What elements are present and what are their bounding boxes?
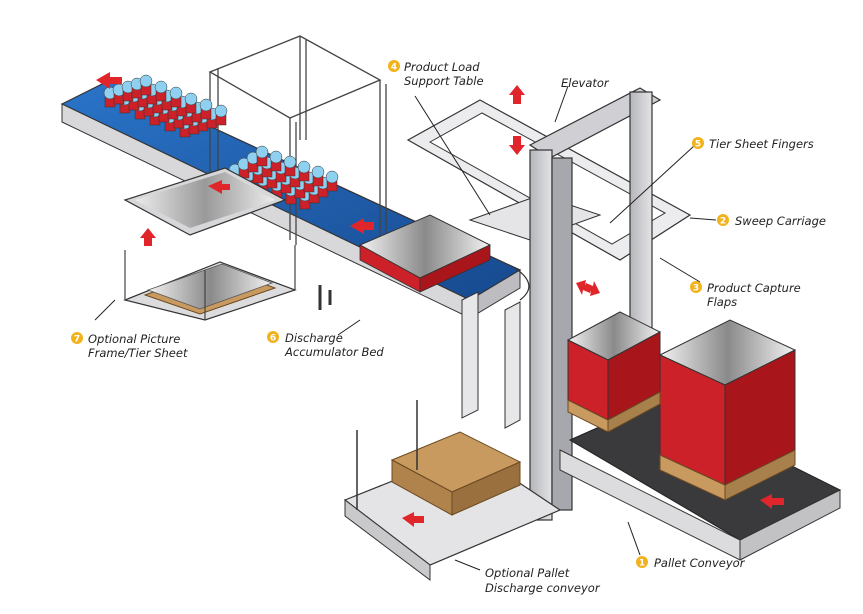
bottle-top [297,160,311,174]
bottle-top [139,74,153,88]
label-badge [636,556,648,568]
bottle-top [184,92,198,106]
pallet-dispenser [343,291,562,582]
label-line2: Flaps [707,295,737,309]
label-elevator: Elevator [561,76,610,90]
label-badge [267,331,279,343]
label-badge [692,137,704,149]
label-line1: Optional Pallet [485,566,570,580]
bottle-top [325,170,339,184]
leader-lines [94,85,717,571]
bottle-top [311,165,325,179]
label-line2: Discharge conveyor [485,581,601,595]
bottle-top [169,86,183,100]
label-line1: Discharge [285,331,343,345]
label-badge [71,332,83,344]
label-text: Pallet Conveyor [654,556,746,570]
can-layer-on-belt [358,214,492,293]
label-number: 3 [693,284,699,294]
label-line1: Product Load [404,60,480,74]
bottle-top [154,80,168,94]
bottle-top [255,145,269,159]
motion-arrows [96,72,784,527]
label-text: Elevator [561,76,610,90]
label-sweep-carriage: 2 Sweep Carriage [717,214,826,228]
label-optional-picture-frame: 7 Optional Picture Frame/Tier Sheet [71,332,188,360]
label-discharge-accumulator-bed: 6 Discharge Accumulator Bed [267,331,384,359]
loaded-pallet [658,319,797,501]
bottle-top [199,98,213,112]
label-text: Tier Sheet Fingers [709,137,814,151]
label-number: 7 [74,335,80,345]
label-line2: Support Table [404,74,484,88]
label-line2: Accumulator Bed [284,345,384,359]
label-product-load-support-table: 4 Product Load Support Table [388,60,484,88]
label-line1: Product Capture [707,281,801,295]
label-tier-sheet-fingers: 5 Tier Sheet Fingers [692,137,814,151]
label-number: 5 [695,140,701,150]
bottle-top [269,150,283,164]
label-line2: Frame/Tier Sheet [88,346,188,360]
label-optional-pallet-discharge: Optional Pallet Discharge conveyor [485,566,601,595]
label-text: Sweep Carriage [735,214,826,228]
label-product-capture-flaps: 3 Product Capture Flaps [690,281,801,309]
label-line1: Optional Picture [88,332,180,346]
bottle-top [214,104,228,118]
picture-frame-tier-sheet [123,167,297,321]
label-number: 6 [270,334,276,344]
label-number: 2 [720,217,726,227]
label-number: 4 [391,63,397,73]
label-number: 1 [639,559,645,569]
label-badge [690,281,702,293]
bottle-top [283,155,297,169]
label-badge [388,60,400,72]
pallet-in-build [566,311,662,433]
label-pallet-conveyor: 1 Pallet Conveyor [636,556,746,570]
bottle-layer [103,74,339,210]
label-badge [717,214,729,226]
